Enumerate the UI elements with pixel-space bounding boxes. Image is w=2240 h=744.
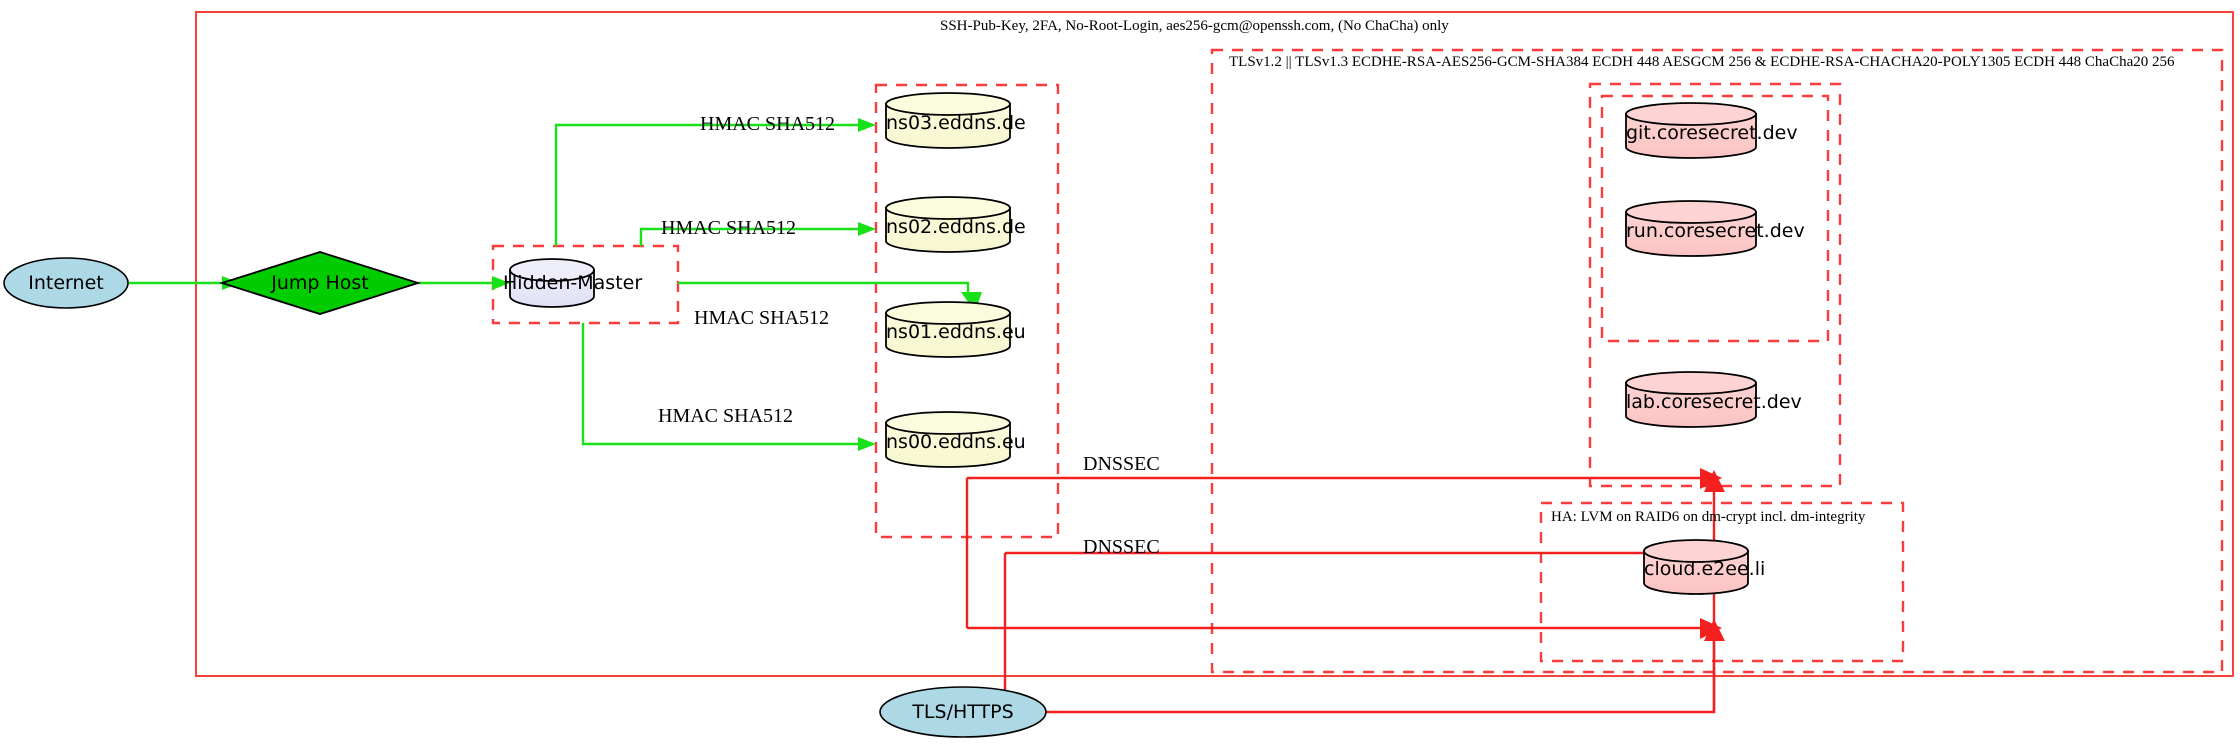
node-ns03-shape[interactable] xyxy=(885,92,1011,149)
edge-label-dnssec-upper: DNSSEC xyxy=(1083,453,1160,475)
ha-zone-label: HA: LVM on RAID6 on dm-crypt incl. dm-in… xyxy=(1551,509,1866,525)
coresecret-inner-frame xyxy=(1600,94,1830,343)
node-ns00-shape[interactable] xyxy=(885,411,1011,468)
tls-zone-label: TLSv1.2 || TLSv1.3 ECDHE-RSA-AES256-GCM-… xyxy=(1229,54,2175,70)
node-hidden-master-shape[interactable] xyxy=(509,258,595,308)
edge-hiddenmaster-ns00 xyxy=(581,323,858,446)
node-cloud-shape[interactable] xyxy=(1643,539,1749,595)
edge-label-hmac-ns01: HMAC SHA512 xyxy=(694,307,830,329)
edge-label-dnssec-lower: DNSSEC xyxy=(1083,536,1160,558)
arrowhead-ns00 xyxy=(858,437,876,451)
arrowhead-tlshttps-up-lower xyxy=(1704,619,1725,641)
edge-label-hmac-ns02: HMAC SHA512 xyxy=(661,217,797,239)
node-internet-shape[interactable] xyxy=(3,257,129,309)
edge-label-hmac-ns00: HMAC SHA512 xyxy=(658,405,794,427)
node-ns02-shape[interactable] xyxy=(885,196,1011,253)
edge-hiddenmaster-ns03 xyxy=(554,123,858,246)
arrowhead-ns02 xyxy=(858,222,876,236)
edge-tlshttps-services xyxy=(1046,553,1716,714)
node-jumphost-shape[interactable] xyxy=(219,251,421,315)
edge-hiddenmaster-ns01 xyxy=(678,281,970,292)
ssh-zone-frame xyxy=(195,11,2234,677)
ssh-zone-label: SSH-Pub-Key, 2FA, No-Root-Login, aes256-… xyxy=(940,18,1449,34)
ha-zone-frame xyxy=(1539,501,1905,663)
arrowhead-tlshttps-up-upper xyxy=(1704,470,1725,492)
coresecret-outer-frame xyxy=(1588,82,1842,488)
edge-hiddenmaster-ns02 xyxy=(639,227,858,246)
arrowhead-jumphost-hiddenmaster xyxy=(492,276,510,290)
tls-zone-frame xyxy=(1210,48,2224,674)
node-ns01-shape[interactable] xyxy=(885,301,1011,358)
node-lab-shape[interactable] xyxy=(1625,371,1757,428)
arrowhead-ns03 xyxy=(858,118,876,132)
node-git-shape[interactable] xyxy=(1625,102,1757,159)
edge-label-hmac-ns03: HMAC SHA512 xyxy=(700,113,836,135)
node-tlshttps-shape[interactable] xyxy=(879,686,1047,738)
node-run-shape[interactable] xyxy=(1625,200,1757,257)
